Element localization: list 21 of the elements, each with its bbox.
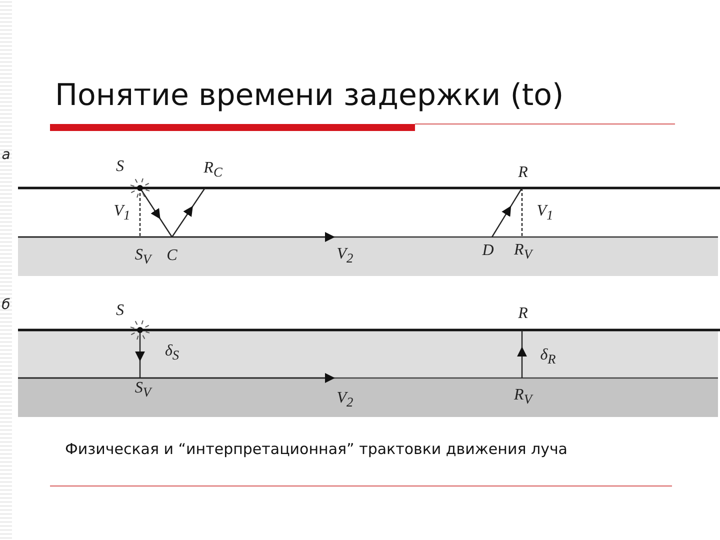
thickness-label: δ$_{R}$ — [540, 346, 556, 368]
slide-title: Понятие времени задержки (to) — [55, 78, 564, 113]
velocity-label: V$_{2}$ — [336, 245, 354, 267]
panel-letter: а — [2, 147, 10, 163]
figure-caption: Физическая и “интерпретационная” трактовки движения луча — [65, 440, 568, 458]
point-label: S$_{V}$ — [134, 246, 152, 268]
thickness-label: δ$_{S}$ — [164, 342, 180, 364]
velocity-label: V$_{2}$ — [336, 389, 354, 411]
point-label: R$_{V}$ — [514, 386, 532, 408]
velocity-label: V$_{1}$ — [114, 202, 130, 224]
point-label: R$_{V}$ — [514, 241, 532, 263]
point-label: R — [518, 305, 528, 323]
point-label: C — [166, 247, 178, 265]
panel-letter: б — [2, 297, 10, 313]
point-label: S — [116, 302, 124, 320]
point-label: R — [518, 164, 528, 182]
point-label: R$_{C}$ — [204, 159, 222, 181]
point-label: S — [116, 158, 124, 176]
point-label: D — [482, 242, 494, 260]
velocity-label: V$_{1}$ — [536, 202, 554, 224]
point-label: S$_{V}$ — [134, 379, 152, 401]
